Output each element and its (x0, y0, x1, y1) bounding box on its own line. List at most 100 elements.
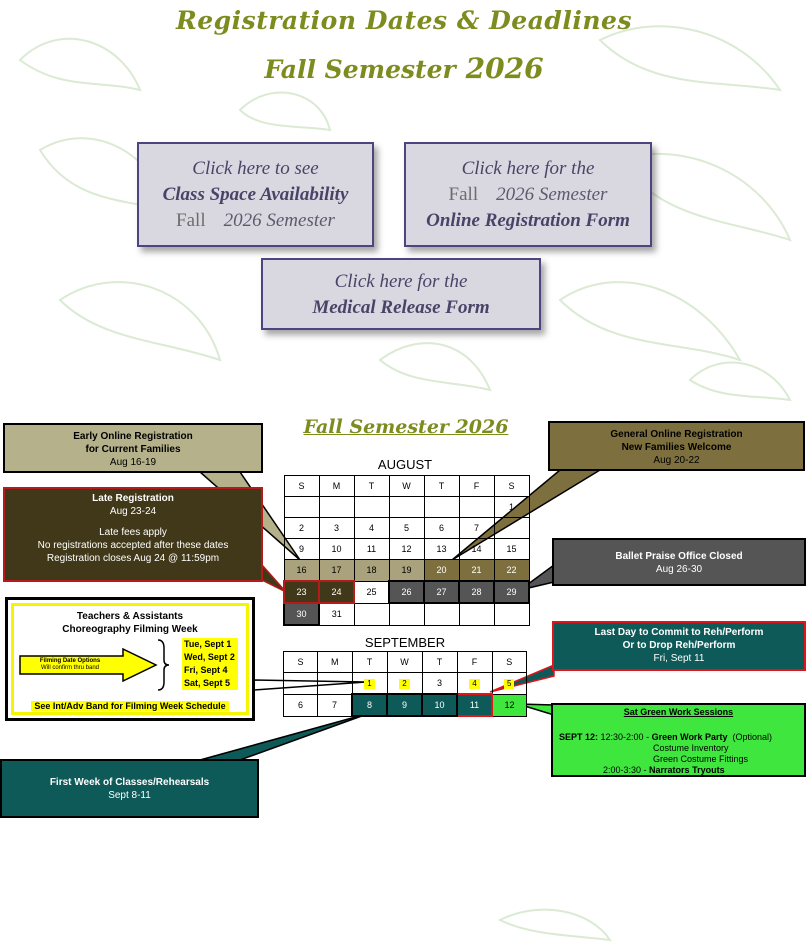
day-cell: 1 (493, 496, 530, 518)
office-closed-callout: Ballet Praise Office Closed Aug 26-30 (552, 538, 806, 586)
weekday-cell: F (456, 651, 493, 673)
link-line: Click here for the (334, 271, 468, 292)
day-cell-office-closed: 28 (458, 580, 495, 604)
footer-wrap: See Int/Adv Band for Filming Week Schedu… (14, 700, 246, 713)
day-cell: 15 (493, 538, 530, 560)
page-title: Registration Dates & Deadlines (175, 6, 633, 35)
link-semester: 2026 Semester (223, 210, 335, 231)
day-cell (353, 602, 390, 626)
callout-dates: Sept 8-11 (108, 790, 151, 801)
day-cell-first-week: 8 (351, 693, 388, 717)
link-fall: Fall (176, 210, 206, 231)
day-cell-general-registration: 20 (423, 559, 460, 582)
weekday-header-row: S M T W T F S (283, 475, 530, 497)
weekday-cell: F (458, 475, 495, 497)
day-cell-late-registration: 24 (318, 580, 355, 604)
day-cell-office-closed: 30 (283, 602, 320, 626)
green-sessions-detail: SEPT 12: 12:30-2:00 - Green Work Party (… (559, 732, 772, 776)
day-cell-early-registration: 16 (283, 559, 320, 582)
session-optional: (Optional) (732, 732, 772, 742)
day-cell (458, 496, 495, 518)
day-cell: 5 (388, 517, 425, 539)
filming-day-badge: 2 (399, 678, 410, 689)
day-cell (283, 496, 320, 518)
class-space-availability-link[interactable]: Click here to see Class Space Availabili… (137, 142, 374, 247)
august-month-label: AUGUST (377, 457, 433, 472)
day-cell: 14 (458, 538, 495, 560)
general-registration-callout: General Online Registration New Families… (548, 421, 805, 471)
callout-dates: Aug 20-22 (653, 455, 700, 466)
filming-day-badge: 1 (364, 678, 375, 689)
callout-title: Ballet Praise Office Closed (615, 551, 743, 562)
session-time: 2:00-3:30 - (603, 765, 647, 775)
link-line: Medical Release Form (312, 297, 490, 318)
callout-dates: Aug 26-30 (655, 564, 703, 575)
day-cell: 31 (318, 602, 355, 626)
day-cell: 11 (353, 538, 390, 560)
day-cell: 4 (353, 517, 390, 539)
day-cell-early-registration: 19 (388, 559, 425, 582)
day-cell: 3 (421, 672, 458, 695)
day-cell-general-registration: 22 (493, 559, 530, 582)
medical-release-link[interactable]: Click here for the Medical Release Form (261, 258, 541, 330)
calendar-week-row: 16 17 18 19 20 21 22 (283, 559, 530, 582)
day-cell-green-work: 12 (491, 693, 527, 717)
callout-note: No registrations accepted after these da… (37, 540, 229, 551)
day-cell: 6 (423, 517, 460, 539)
day-cell: 6 (283, 693, 318, 717)
day-cell: 3 (318, 517, 355, 539)
callout-title: General Online Registration (610, 429, 743, 440)
weekday-cell: M (317, 651, 353, 673)
day-cell-filming: 4 (456, 672, 493, 695)
link-fall: Fall (448, 184, 479, 205)
day-cell: 13 (423, 538, 460, 560)
day-cell (458, 602, 495, 626)
day-cell (493, 517, 530, 539)
filming-day-badge: 4 (469, 678, 480, 689)
calendar-week-row: 9 10 11 12 13 14 15 (283, 538, 530, 560)
september-calendar: S M T W T F S 1 2 3 4 5 6 7 8 9 10 11 12 (283, 651, 527, 717)
weekday-cell: T (421, 651, 458, 673)
session-item: Narrators Tryouts (649, 765, 725, 775)
filming-schedule-note: See Int/Adv Band for Filming Week Schedu… (31, 701, 229, 711)
session-item: Green Costume Fittings (653, 754, 749, 764)
green-work-callout: Sat Green Work Sessions SEPT 12: 12:30-2… (551, 703, 806, 777)
filming-day: Fri, Sept 4 (184, 665, 228, 675)
session-item: Green Work Party (651, 732, 728, 742)
august-calendar: S M T W T F S 1 2 3 4 5 6 7 9 10 11 12 1… (283, 475, 530, 626)
callout-dates: Fri, Sept 11 (653, 653, 705, 664)
day-cell: 7 (317, 693, 353, 717)
day-cell (318, 496, 355, 518)
late-registration-callout: Late Registration Aug 23-24 Late fees ap… (3, 487, 263, 582)
weekday-header-row: S M T W T F S (283, 651, 527, 673)
last-day-callout: Last Day to Commit to Reh/Perform Or to … (552, 621, 806, 671)
filming-days-list: Tue, Sept 1 Wed, Sept 2 Fri, Sept 4 Sat,… (182, 638, 238, 690)
day-cell: 2 (283, 517, 320, 539)
callout-dates: Aug 23-24 (109, 506, 157, 517)
subtitle-text: Fall Semester (264, 55, 456, 84)
weekday-cell: S (493, 475, 530, 497)
day-cell: 12 (388, 538, 425, 560)
calendar-week-row: 23 24 25 26 27 28 29 (283, 580, 530, 604)
callout-note: Late fees apply (99, 527, 167, 538)
weekday-cell: W (388, 475, 425, 497)
callout-title: Or to Drop Reh/Perform (622, 640, 736, 651)
link-line: Click here for the (461, 158, 595, 179)
arrow-caption-line: Will confirm thru band (40, 665, 100, 671)
day-cell-first-week: 10 (421, 693, 458, 717)
day-cell-first-week: 9 (386, 693, 423, 717)
day-cell-general-registration: 21 (458, 559, 495, 582)
calendar-week-row: 1 2 3 4 5 (283, 672, 527, 695)
weekday-cell: S (491, 651, 527, 673)
arrow-icon (19, 648, 158, 682)
callout-title: Choreography Filming Week (62, 624, 198, 635)
day-cell-office-closed: 27 (423, 580, 460, 604)
callout-title: Last Day to Commit to Reh/Perform (594, 627, 764, 638)
filming-day: Sat, Sept 5 (184, 678, 231, 688)
callout-title: for Current Families (85, 444, 181, 455)
day-cell (283, 672, 318, 695)
filming-day: Tue, Sept 1 (184, 639, 232, 649)
day-cell (388, 496, 425, 518)
